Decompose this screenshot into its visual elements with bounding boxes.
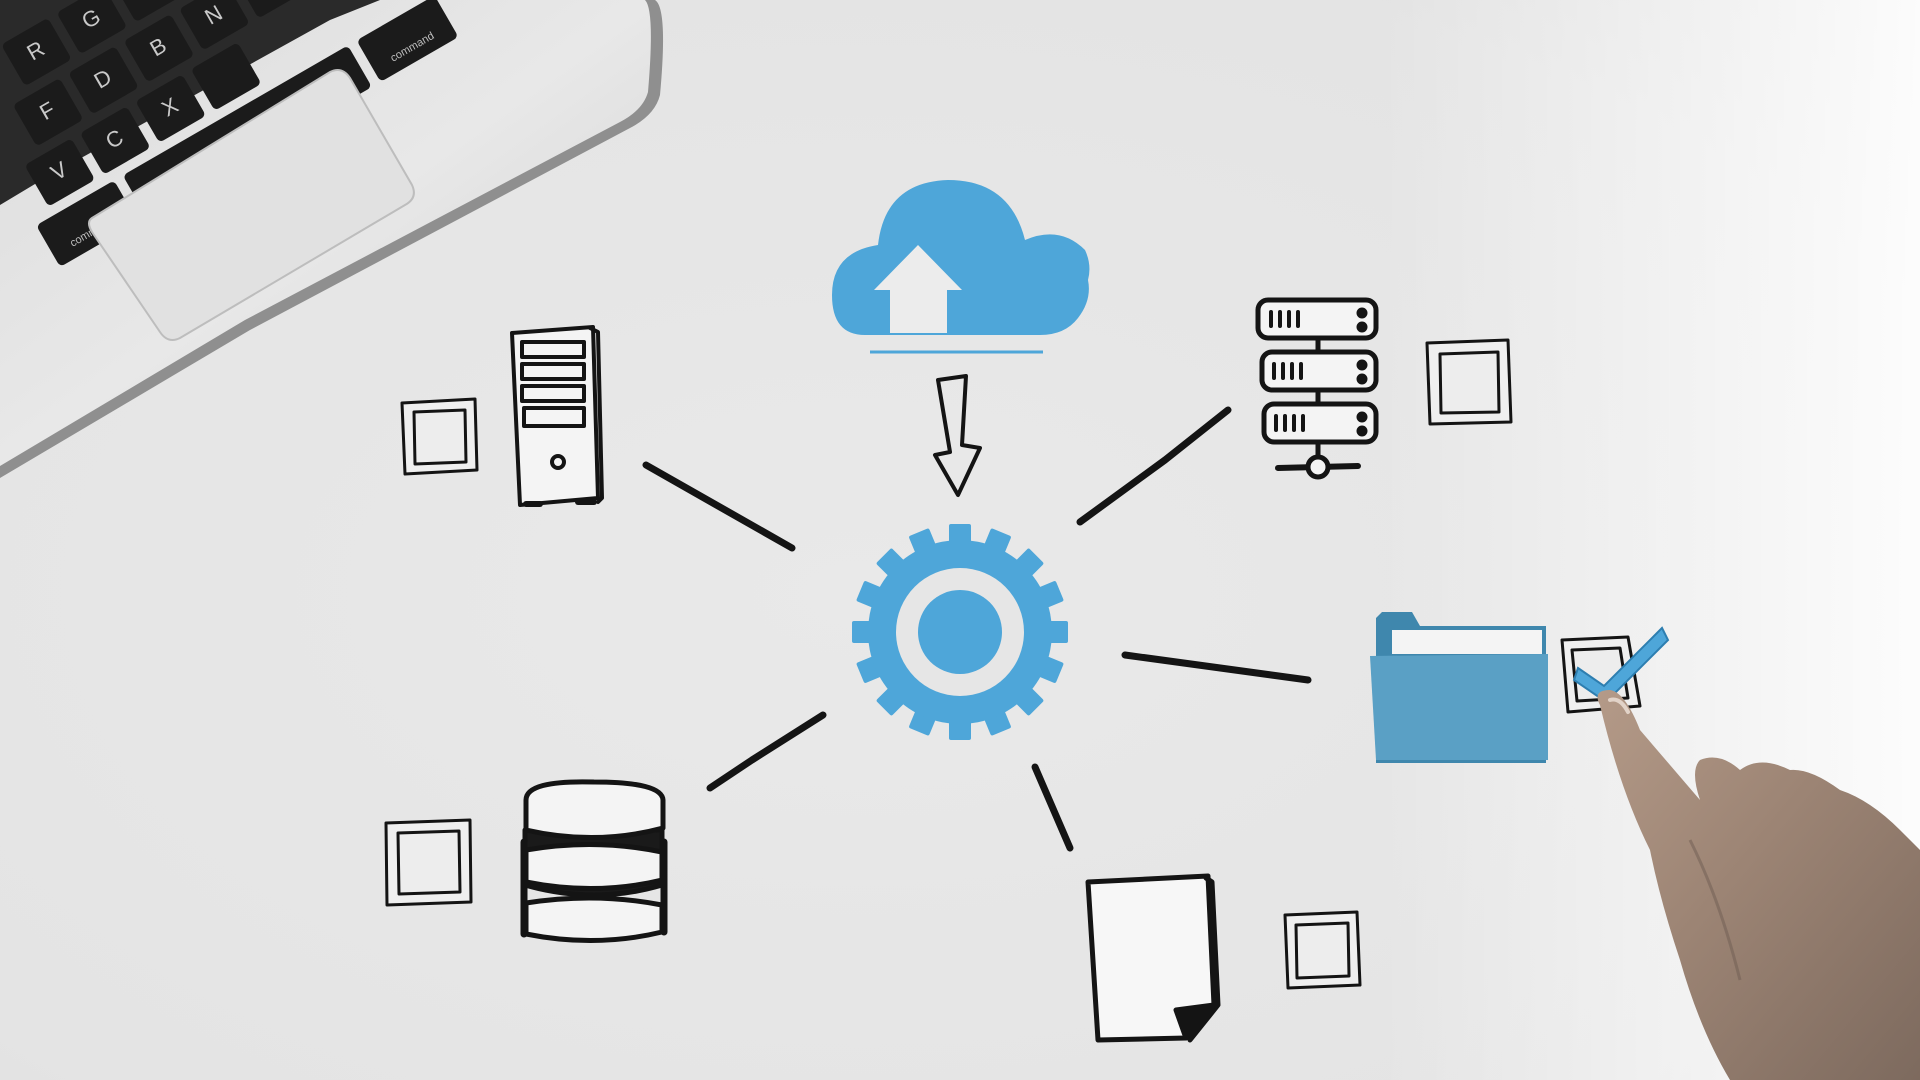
database-disk (523, 895, 665, 943)
fingernail (1608, 697, 1630, 714)
connector-desktop-tower (642, 461, 796, 552)
checkbox-document[interactable] (1283, 910, 1362, 990)
document-fold (1173, 1002, 1217, 1041)
server-led (1356, 425, 1368, 437)
checkbox-server-rack[interactable] (1425, 338, 1513, 426)
database-sides (520, 838, 668, 938)
key (125, 15, 193, 81)
arrow-down-icon (933, 374, 982, 497)
key (180, 0, 248, 49)
folder-icon (1370, 612, 1548, 763)
tower-side (588, 326, 604, 504)
key-command (358, 0, 457, 81)
server-led (1356, 411, 1368, 423)
server-rack-icon (1255, 297, 1379, 480)
server-led (1356, 359, 1368, 371)
checkbox-database[interactable] (384, 818, 473, 907)
document-edge (1187, 875, 1221, 1043)
checkbox-frame-inner (412, 408, 468, 466)
server-led (1356, 321, 1368, 333)
checkbox-desktop-tower[interactable] (400, 397, 479, 476)
server-vents (1272, 362, 1303, 380)
key (113, 0, 181, 21)
connector-server-rack (1076, 406, 1232, 526)
connectors (642, 406, 1312, 852)
key (2, 19, 71, 85)
folder-paper (1392, 630, 1542, 654)
pointing-hand-icon (1597, 690, 1920, 1080)
database-disk (523, 779, 666, 840)
upload-house-arrow (874, 245, 962, 333)
database-disk (523, 842, 665, 891)
laptop: R G F D B N M V C X command c (0, 0, 664, 478)
key (137, 76, 205, 141)
key (14, 79, 82, 145)
server-hub (1305, 454, 1331, 480)
server-led (1356, 373, 1368, 385)
document-icon (1085, 873, 1221, 1043)
server-unit (1259, 349, 1379, 393)
tower-bay (520, 384, 586, 403)
checkboxes (384, 338, 1642, 990)
folder-front (1370, 654, 1548, 760)
key (192, 44, 260, 109)
server-unit (1261, 401, 1379, 445)
tower-bay (522, 406, 586, 428)
key (81, 108, 149, 173)
laptop-trackpad (88, 69, 415, 341)
checkbox-frame-inner (1294, 921, 1351, 980)
server-unit (1255, 297, 1379, 341)
hand-shape (1597, 690, 1920, 1080)
key-command (37, 182, 137, 266)
server-led (1356, 307, 1368, 319)
keyboard-well (0, 0, 380, 205)
check-icon (1572, 626, 1670, 704)
connector-folder (1121, 651, 1312, 684)
key (236, 0, 304, 17)
key (58, 0, 126, 53)
hand-crease (1688, 839, 1742, 981)
tower-power-button (550, 454, 566, 470)
tower-bay (520, 362, 586, 381)
cloud-upload-icon (832, 180, 1090, 354)
connector-document (1031, 763, 1074, 852)
database-icon (520, 779, 668, 943)
gear-icon (852, 524, 1068, 740)
gear-center (918, 590, 1002, 674)
key (70, 47, 138, 113)
connector-database (706, 711, 827, 792)
checkbox-frame-inner (396, 829, 462, 896)
tower-bay (520, 340, 586, 359)
key (26, 140, 94, 205)
checkbox-frame-inner (1438, 350, 1501, 415)
server-vents (1269, 310, 1300, 328)
desktop-tower-icon (510, 325, 604, 507)
server-vents (1274, 414, 1305, 432)
